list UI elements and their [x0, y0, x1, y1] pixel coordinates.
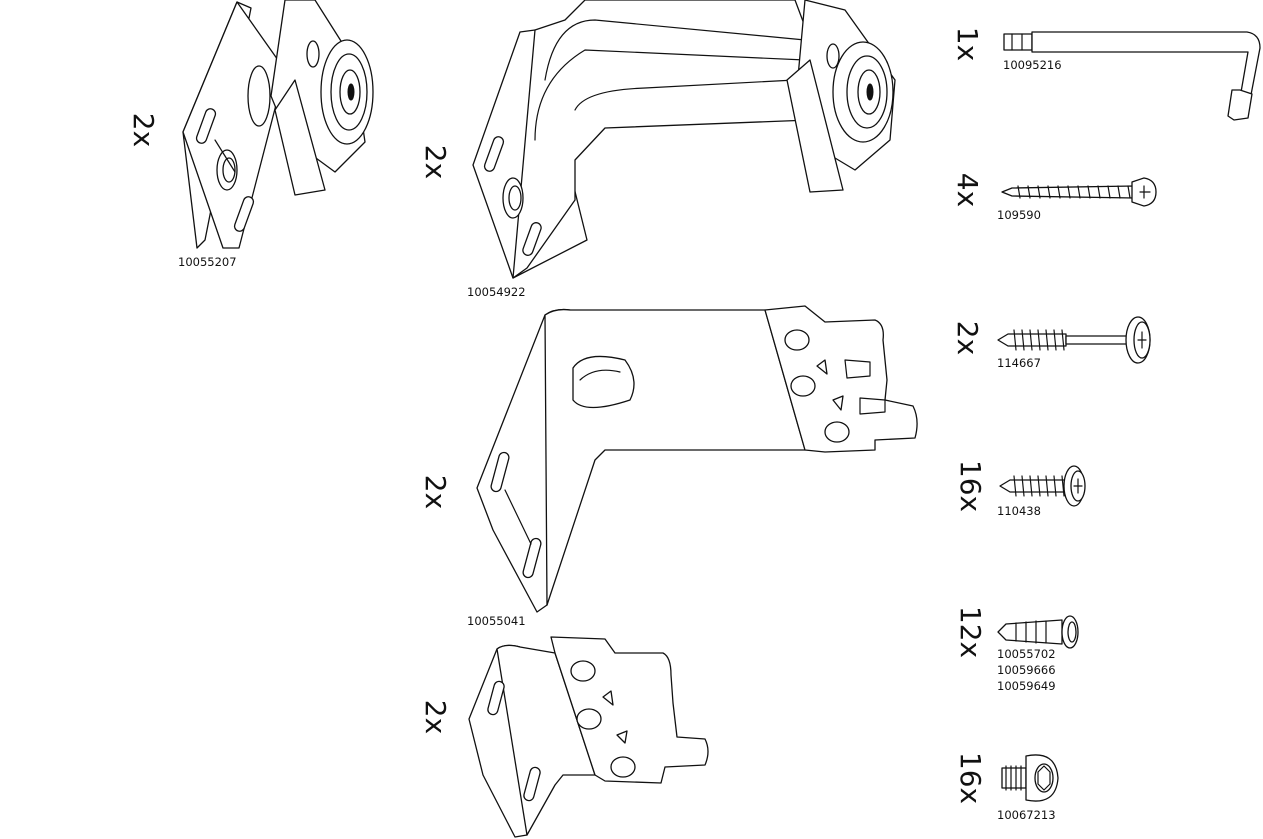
- part-code: 10095216: [1003, 58, 1062, 72]
- part-code: 10054922: [467, 285, 526, 299]
- part-code: 10059666: [997, 663, 1056, 678]
- quantity-label: 2x: [419, 144, 453, 180]
- quantity-label: 2x: [419, 474, 453, 510]
- screw-long-drawing: [998, 176, 1160, 210]
- quantity-label: 2x: [419, 699, 453, 735]
- screw-flange-drawing: [996, 316, 1156, 364]
- quantity-label: 2x: [951, 320, 985, 356]
- quantity-label: 16x: [954, 751, 988, 805]
- screw-short-drawing: [998, 464, 1090, 508]
- quantity-label: 1x: [951, 26, 985, 62]
- part-code: 114667: [997, 356, 1041, 370]
- wall-plug-drawing: [996, 612, 1086, 652]
- part-code: 10055207: [178, 255, 237, 269]
- part-code: 10067213: [997, 808, 1056, 822]
- part-codes: 10055702 10059666 10059649: [997, 646, 1056, 694]
- part-code: 10055702: [997, 647, 1056, 661]
- angle-bracket-small-drawing: [465, 635, 715, 839]
- part-code: 110438: [997, 504, 1041, 518]
- roller-bracket-large-drawing: [465, 0, 905, 285]
- allen-key-drawing: [1002, 28, 1263, 123]
- part-code: 109590: [997, 208, 1041, 222]
- part-code: 10055041: [467, 614, 526, 628]
- quantity-label: 16x: [954, 459, 988, 513]
- quantity-label: 4x: [951, 172, 985, 208]
- hex-bolt-drawing: [998, 750, 1062, 806]
- quantity-label: 2x: [127, 112, 161, 148]
- angle-bracket-large-drawing: [465, 300, 925, 615]
- roller-bracket-small-drawing: [175, 0, 385, 255]
- part-code: 10059649: [997, 679, 1056, 694]
- quantity-label: 12x: [954, 605, 988, 659]
